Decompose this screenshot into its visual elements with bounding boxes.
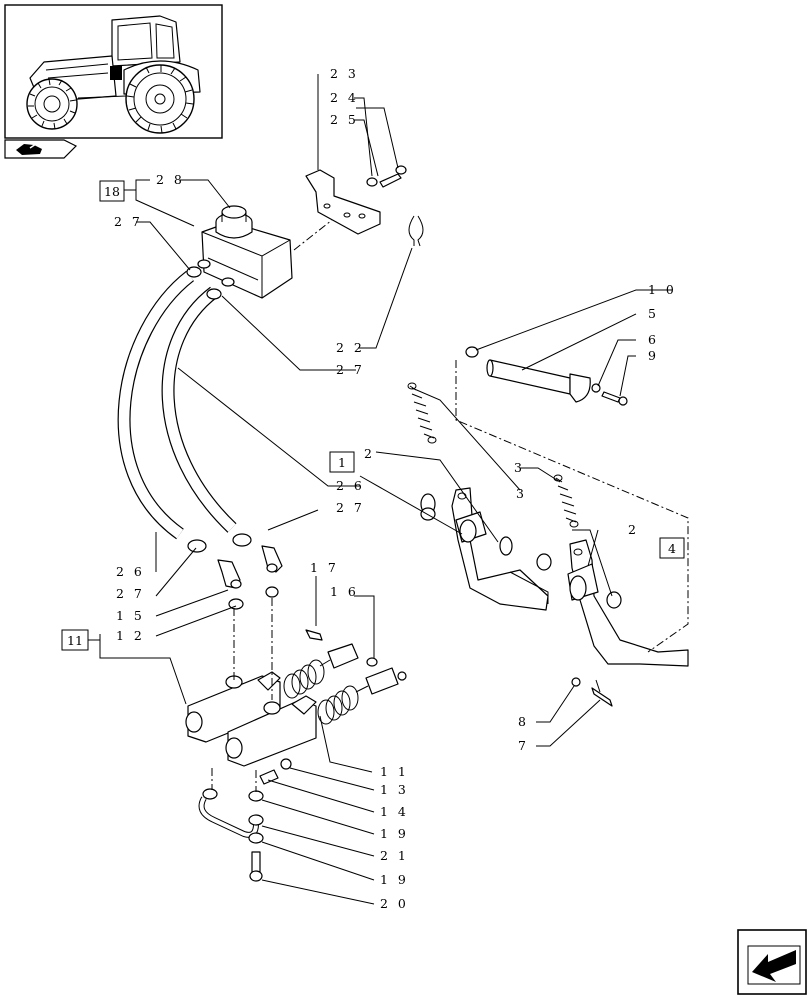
callout-8: 8 [518, 714, 529, 729]
callout-6: 6 [648, 332, 659, 347]
callout-5: 5 [648, 306, 659, 321]
callout-11: 1 1 [380, 764, 409, 779]
boxed-ref-1: 1 [329, 451, 355, 473]
callout-27: 2 7 [114, 214, 143, 229]
master-cylinder-rear [185, 643, 359, 743]
boxed-ref-11-text: 11 [67, 633, 83, 648]
boxed-ref-11: 11 [61, 629, 89, 651]
leader-lines [88, 74, 684, 905]
callout-7: 7 [518, 738, 529, 753]
yoke-pins [305, 629, 378, 667]
callout-10: 1 0 [648, 282, 677, 297]
callout-14: 1 4 [380, 804, 409, 819]
callout-labels: 2 8 2 7 2 3 2 4 2 5 2 2 2 7 1 0 5 6 9 2 … [114, 66, 677, 911]
next-page-arrow-icon[interactable] [737, 929, 807, 995]
section-tab-icon [4, 139, 78, 159]
callout-13: 1 3 [380, 782, 409, 797]
bolt-and-washer [366, 165, 407, 188]
callout-16: 1 6 [330, 584, 359, 599]
callout-23: 2 3 [330, 66, 359, 81]
bolt-13 [259, 758, 292, 785]
brake-pedal-left [420, 487, 549, 611]
pedal-shaft [465, 346, 628, 406]
callout-19: 1 9 [380, 872, 409, 887]
callout-27: 2 7 [336, 362, 365, 377]
callout-21: 2 1 [380, 848, 409, 863]
boxed-ref-18: 18 [99, 180, 125, 202]
brake-pedal-right [536, 539, 689, 667]
master-cylinder-front [225, 667, 407, 767]
hose-clamps [186, 266, 252, 553]
boxed-ref-4: 4 [659, 537, 685, 559]
callout-3: 3 [516, 486, 527, 501]
callout-15: 1 5 [116, 608, 145, 623]
callout-9: 9 [648, 348, 659, 363]
callout-19: 1 9 [380, 826, 409, 841]
boxed-ref-4-text: 4 [668, 541, 676, 556]
center-lines [211, 219, 689, 792]
spring-clip [408, 215, 424, 247]
callout-22: 2 2 [336, 340, 365, 355]
callout-20: 2 0 [380, 896, 409, 911]
callout-2: 2 [628, 522, 639, 537]
reservoir-bracket [305, 169, 381, 235]
hose-left [117, 270, 195, 540]
callout-28: 2 8 [156, 172, 185, 187]
boxed-ref-18-text: 18 [104, 184, 120, 199]
callout-24: 2 4 [330, 90, 359, 105]
elbow-fittings [217, 545, 283, 610]
callout-12: 1 2 [116, 628, 145, 643]
callout-17: 1 7 [310, 560, 339, 575]
callout-27: 2 7 [116, 586, 145, 601]
callout-26: 2 6 [116, 564, 145, 579]
callout-25: 2 5 [330, 112, 359, 127]
fluid-reservoir [197, 205, 293, 299]
hose-right [161, 286, 237, 533]
callout-26: 2 6 [336, 478, 365, 493]
pedal-pin [571, 677, 613, 707]
boxed-ref-1-text: 1 [338, 455, 346, 470]
callout-2: 2 [364, 446, 375, 461]
tractor-thumbnail [4, 4, 223, 139]
callout-3: 3 [514, 460, 525, 475]
balance-pipe [198, 788, 264, 882]
callout-27: 2 7 [336, 500, 365, 515]
